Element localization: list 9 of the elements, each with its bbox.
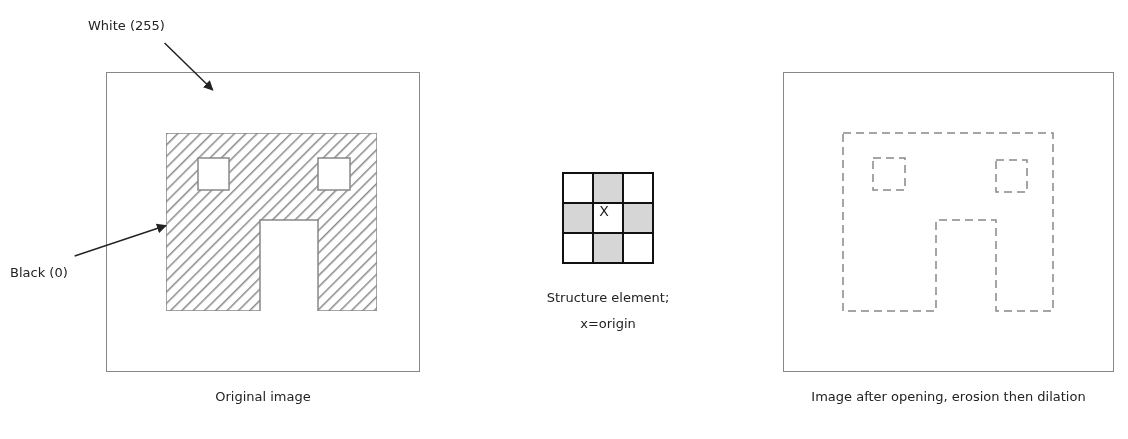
leader-line (73, 223, 167, 257)
caption-text: Original image (214, 388, 312, 406)
leader-line (163, 42, 214, 91)
caption-text: Image after opening, erosion then dilation (810, 388, 1087, 406)
origin-mark: X (598, 202, 610, 220)
label-text: White (255) (88, 18, 204, 36)
label-text: Black (0) (10, 265, 94, 283)
image-frame (106, 72, 420, 372)
caption-text: Structure element; x=origin (545, 289, 671, 333)
